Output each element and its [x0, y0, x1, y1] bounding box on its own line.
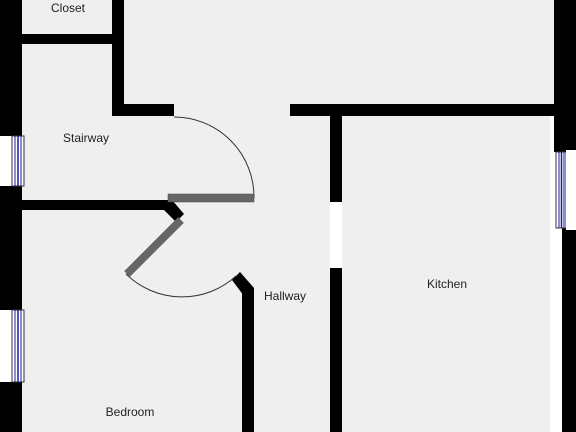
- wall-left-upper: [0, 0, 22, 136]
- kitchen-floor: [342, 116, 550, 432]
- room-labels: Closet Stairway Hallway Kitchen Bedroom: [51, 1, 467, 419]
- door-swing-arc: [173, 116, 255, 199]
- wall-upper-right-a: [290, 104, 554, 116]
- wall-stair-corner: [164, 200, 184, 222]
- wall-closet-bottom: [22, 34, 112, 44]
- wall-stair-top-stub: [112, 104, 174, 116]
- doors: [124, 116, 255, 298]
- door-leaf: [167, 193, 255, 203]
- wall-kitchen-left-upper: [330, 116, 342, 202]
- wall-kitchen-left-lower: [330, 268, 342, 432]
- door-stairway: [167, 116, 255, 203]
- wall-left-lower: [0, 382, 22, 432]
- wall-left-middle: [0, 186, 22, 310]
- wall-right-top: [554, 0, 576, 152]
- windows: [11, 135, 576, 383]
- door-swing-arc: [125, 273, 237, 298]
- door-leaf: [124, 217, 184, 277]
- wall-right-bottom: [562, 228, 576, 432]
- door-bedroom: [124, 217, 237, 298]
- room-label-bedroom: Bedroom: [106, 405, 155, 419]
- room-label-hallway: Hallway: [264, 289, 306, 303]
- upper-room-floor: [124, 0, 554, 106]
- window-kitchen: [554, 150, 576, 230]
- wall-bedroom-right: [242, 288, 254, 432]
- floors: [22, 0, 554, 432]
- wall-stair-bottom: [22, 200, 168, 210]
- wall-closet-right: [112, 0, 124, 116]
- room-label-stairway: Stairway: [63, 131, 109, 145]
- bedroom-floor: [22, 210, 244, 432]
- closet-floor: [22, 0, 112, 34]
- room-label-kitchen: Kitchen: [427, 277, 467, 291]
- window-stairway: [11, 135, 25, 187]
- room-label-closet: Closet: [51, 1, 86, 15]
- window-bedroom: [11, 309, 25, 383]
